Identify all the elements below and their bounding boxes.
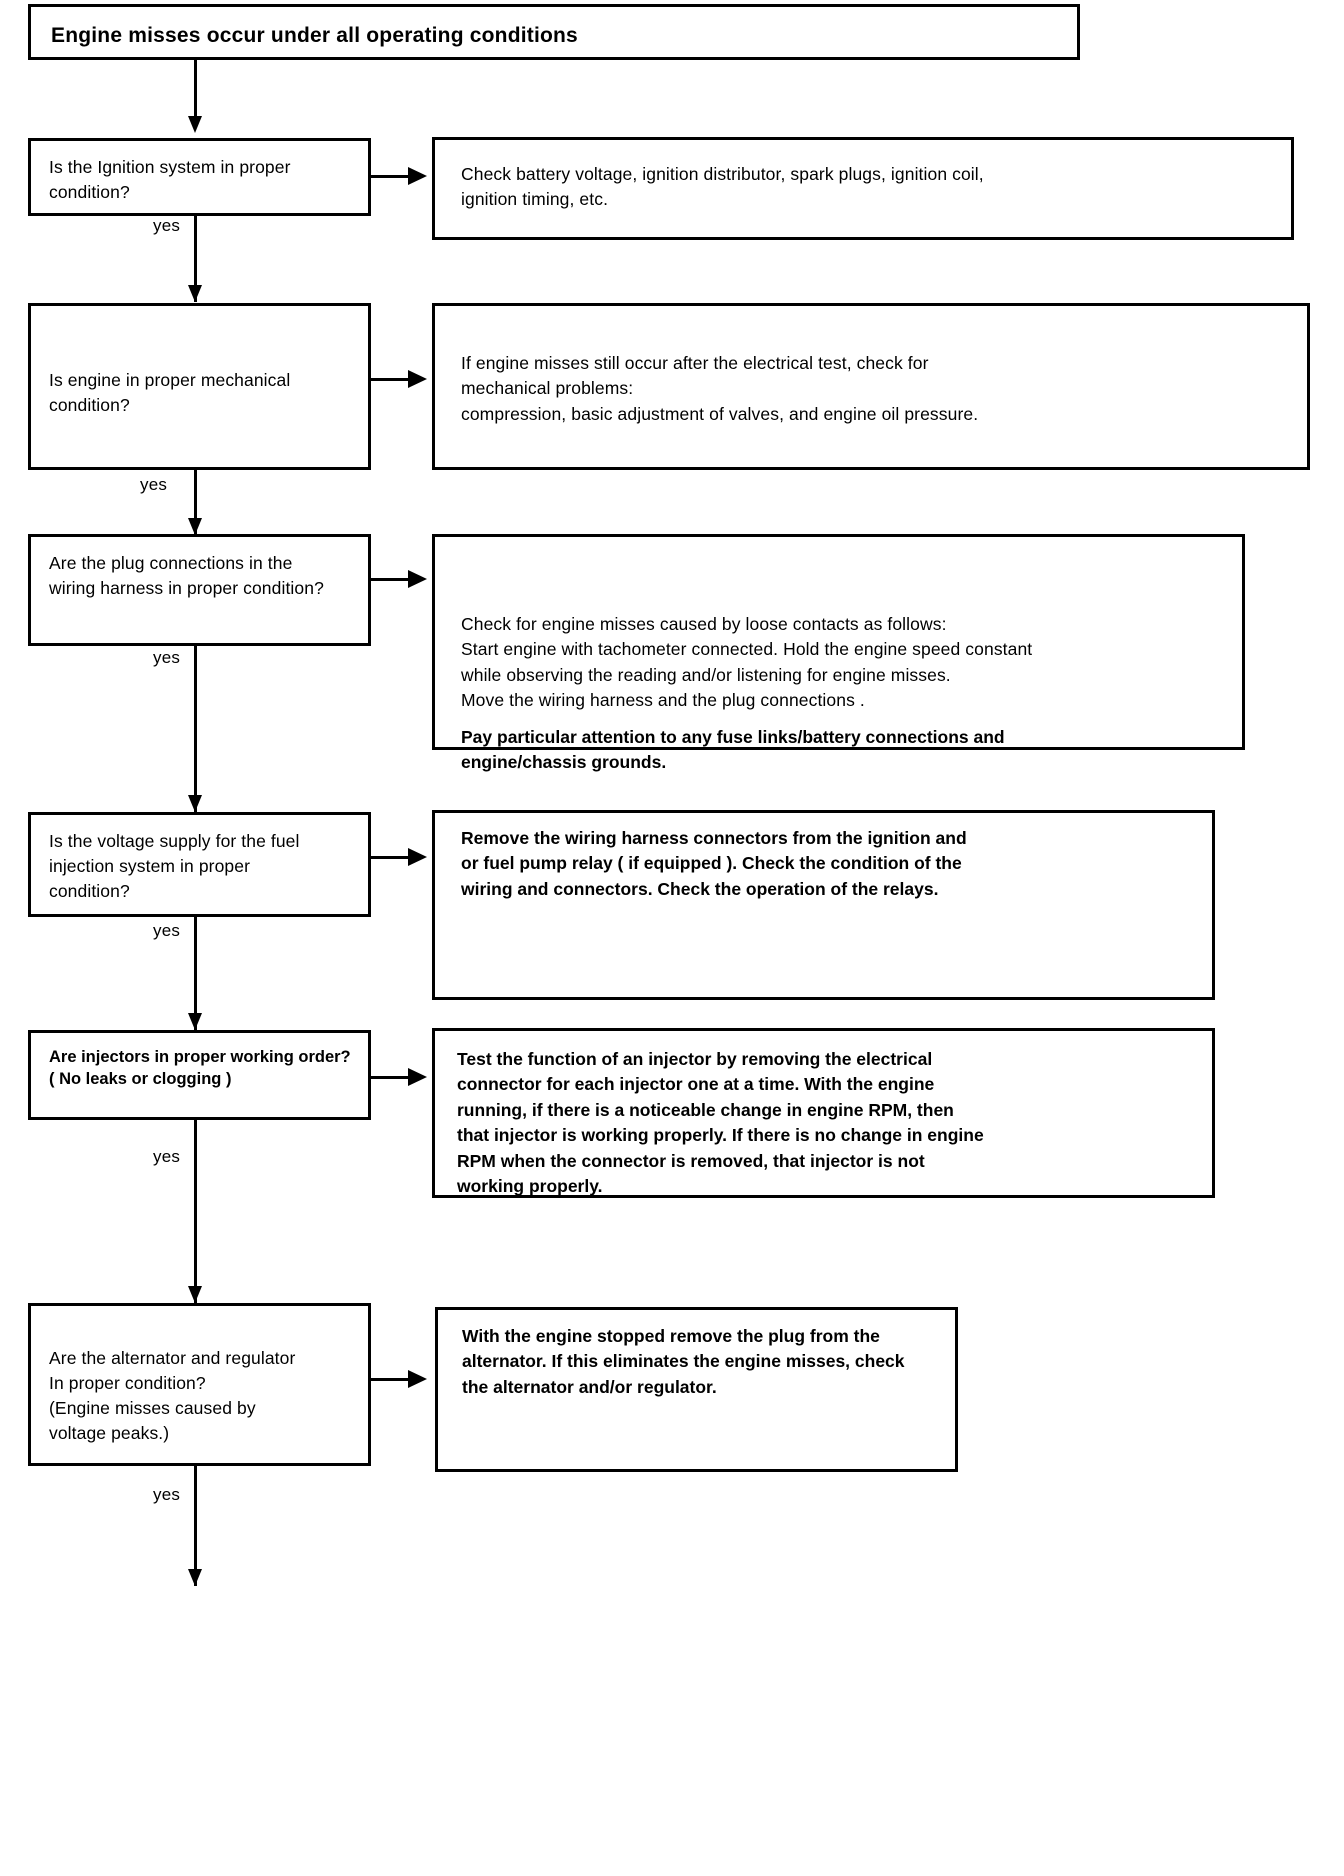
flowchart-title-box: Engine misses occur under all operating …: [28, 4, 1080, 60]
answer-box-injectors: Test the function of an injector by remo…: [432, 1028, 1215, 1198]
connector-step1-to-answer1: [371, 175, 417, 178]
answer-note-plug-connections: Pay particular attention to any fuse lin…: [461, 726, 1005, 772]
answer-box-alternator-regulator: With the engine stopped remove the plug …: [435, 1307, 958, 1472]
arrow-title-to-step1: [188, 116, 202, 133]
answer-box-voltage-supply: Remove the wiring harness connectors fro…: [432, 810, 1215, 1000]
question-box-voltage-supply[interactable]: Is the voltage supply for the fuel injec…: [28, 812, 371, 917]
branch-label-step1: yes: [153, 216, 181, 235]
connector-step2-to-answer2: [371, 378, 417, 381]
arrow-step2-to-step3: [188, 518, 202, 535]
answer-box-ignition-system: Check battery voltage, ignition distribu…: [432, 137, 1294, 240]
question-box-ignition-system[interactable]: Is the Ignition system in proper conditi…: [28, 138, 371, 216]
arrow-step4-to-answer4: [408, 848, 427, 866]
connector-step5-to-step6: [194, 1120, 197, 1303]
arrow-step4-to-step5: [188, 1013, 202, 1030]
arrow-step3-to-step4: [188, 795, 202, 812]
answer-box-mechanical-condition: If engine misses still occur after the e…: [432, 303, 1310, 470]
arrow-step5-to-answer5: [408, 1068, 427, 1086]
connector-step3-to-answer3: [371, 578, 417, 581]
question-text-mechanical-condition: Is engine in proper mechanical condition…: [49, 370, 291, 415]
question-box-plug-connections[interactable]: Are the plug connections in the wiring h…: [28, 534, 371, 646]
answer-text-ignition-system: Check battery voltage, ignition distribu…: [461, 164, 984, 210]
connector-title-to-step1: [194, 60, 197, 122]
arrow-step1-to-answer1: [408, 167, 427, 185]
answer-text-voltage-supply: Remove the wiring harness connectors fro…: [461, 828, 967, 899]
arrow-step5-to-step6: [188, 1286, 202, 1303]
branch-label-step4: yes: [153, 921, 181, 940]
branch-label-step2: yes: [140, 475, 168, 494]
page-title: Engine misses occur under all operating …: [51, 24, 578, 47]
connector-step4-to-step5: [194, 917, 197, 1030]
connector-step6-to-answer6: [371, 1378, 417, 1381]
branch-label-step5: yes: [153, 1147, 181, 1166]
connector-step6-to-next: [194, 1466, 197, 1586]
question-text-ignition-system: Is the Ignition system in proper conditi…: [49, 157, 291, 202]
branch-label-step3: yes: [153, 648, 181, 667]
question-text-injectors: Are injectors in proper working order? (…: [49, 1048, 351, 1089]
answer-text-alternator-regulator: With the engine stopped remove the plug …: [462, 1326, 905, 1397]
answer-box-plug-connections: Check for engine misses caused by loose …: [432, 534, 1245, 772]
answer-text-plug-connections: Check for engine misses caused by loose …: [461, 614, 1033, 711]
arrow-step6-to-answer6: [408, 1370, 427, 1388]
answer-body-plug-connections: Check for engine misses caused by loose …: [461, 612, 1228, 775]
question-box-mechanical-condition[interactable]: Is engine in proper mechanical condition…: [28, 303, 371, 470]
connector-step1-to-step2: [194, 216, 197, 302]
arrow-step2-to-answer2: [408, 370, 427, 388]
paragraph-spacer: [461, 714, 1228, 725]
question-text-voltage-supply: Is the voltage supply for the fuel injec…: [49, 831, 300, 901]
connector-step4-to-answer4: [371, 856, 417, 859]
question-text-plug-connections: Are the plug connections in the wiring h…: [49, 553, 324, 598]
arrow-step6-to-next: [188, 1569, 202, 1586]
arrow-step1-to-step2: [188, 285, 202, 302]
connector-step2-to-step3: [194, 470, 197, 536]
answer-text-injectors: Test the function of an injector by remo…: [457, 1049, 984, 1196]
question-text-alternator-regulator: Are the alternator and regulator In prop…: [49, 1348, 296, 1443]
connector-step3-to-step4: [194, 646, 197, 812]
branch-label-step6: yes: [153, 1485, 181, 1504]
connector-step5-to-answer5: [371, 1076, 417, 1079]
arrow-step3-to-answer3: [408, 570, 427, 588]
question-box-injectors[interactable]: Are injectors in proper working order? (…: [28, 1030, 371, 1120]
answer-text-mechanical-condition: If engine misses still occur after the e…: [461, 353, 979, 424]
question-box-alternator-regulator[interactable]: Are the alternator and regulator In prop…: [28, 1303, 371, 1466]
